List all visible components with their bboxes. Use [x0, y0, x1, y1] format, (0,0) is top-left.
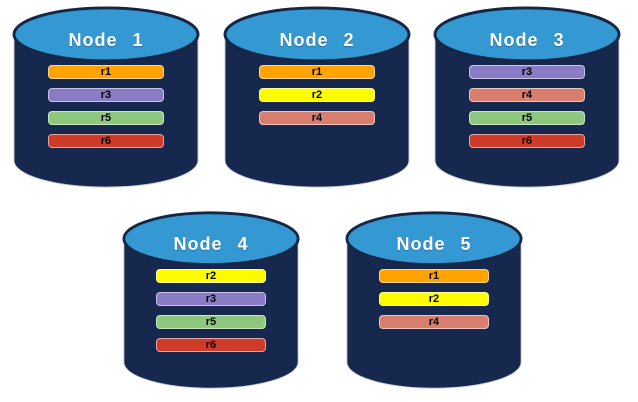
cylinder-top [345, 211, 523, 267]
node-5-cylinder: Node 5 r1 r2 r4 [345, 210, 523, 392]
replica-bar: r1 [47, 65, 165, 80]
replica-bar: r5 [47, 111, 165, 126]
cylinder-top [223, 6, 411, 63]
cylinder-top [433, 6, 621, 63]
replica-bar: r4 [378, 315, 490, 330]
replica-bar: r4 [468, 88, 586, 103]
node-3-cylinder: Node 3 r3 r4 r5 r6 [433, 5, 621, 191]
node-title: Node 5 [396, 234, 472, 255]
replica-bar: r5 [155, 315, 267, 330]
replica-bar: r2 [378, 292, 490, 307]
replica-bar: r3 [155, 292, 267, 307]
replica-bar: r6 [155, 338, 267, 353]
replica-bar: r5 [468, 111, 586, 126]
replica-bar: r4 [258, 111, 376, 126]
replica-bar: r1 [378, 269, 490, 284]
cylinder-top [122, 211, 300, 267]
replica-list: r3 r4 r5 r6 [468, 65, 586, 157]
replica-list: r1 r2 r4 [258, 65, 376, 134]
node-1-cylinder: Node 1 r1 r3 r5 r6 [12, 5, 200, 191]
node-title: Node 4 [173, 234, 249, 255]
node-title: Node 2 [279, 29, 355, 50]
replica-bar: r6 [47, 134, 165, 149]
node-title: Node 3 [489, 29, 565, 50]
node-2-cylinder: Node 2 r1 r2 r4 [223, 5, 411, 191]
replica-bar: r2 [258, 88, 376, 103]
node-4-cylinder: Node 4 r2 r3 r5 r6 [122, 210, 300, 392]
replica-bar: r1 [258, 65, 376, 80]
node-title: Node 1 [68, 29, 144, 50]
replica-list: r1 r2 r4 [378, 269, 490, 338]
replica-list: r2 r3 r5 r6 [155, 269, 267, 361]
cylinder-top [12, 6, 200, 63]
replica-list: r1 r3 r5 r6 [47, 65, 165, 157]
replica-bar: r3 [468, 65, 586, 80]
replica-bar: r6 [468, 134, 586, 149]
replica-bar: r3 [47, 88, 165, 103]
replica-bar: r2 [155, 269, 267, 284]
